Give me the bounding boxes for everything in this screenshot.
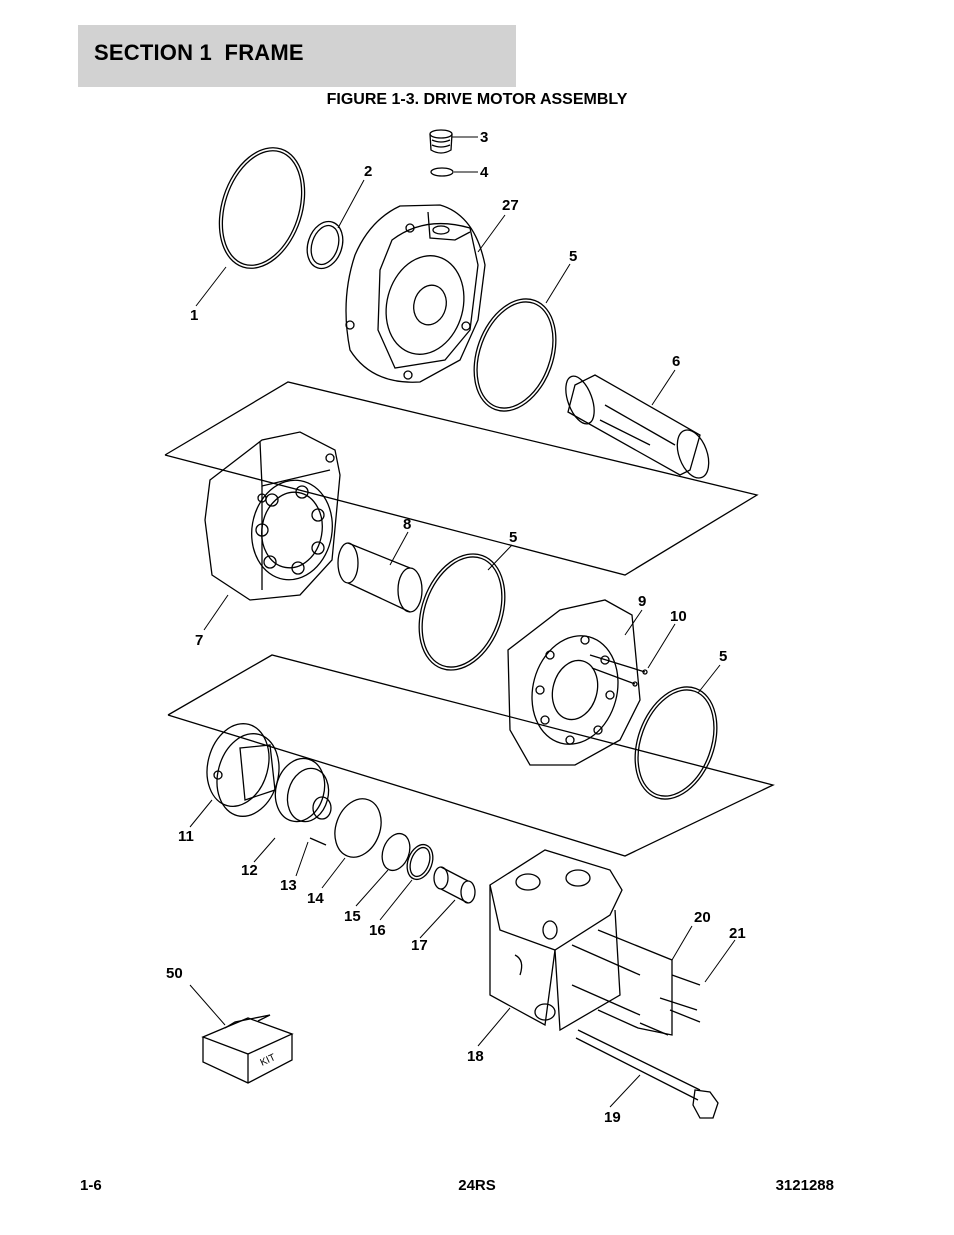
part-3-plug [429,129,453,154]
callout-5: 5 [719,648,727,665]
part-14-ring [334,798,382,858]
callout-labels: 1 2 3 4 27 5 6 7 8 5 9 10 5 11 12 13 14 … [166,129,746,1126]
callout-17: 17 [411,937,428,954]
part-21-screws [639,974,701,1036]
part-12-bearing [274,757,332,823]
part-19-bolt [575,1029,719,1119]
leader-lines [189,136,736,1108]
part-11-end-cap [206,723,280,817]
part-50-kit-box: KIT [201,1014,294,1084]
callout-50: 50 [166,965,183,982]
callout-19: 19 [604,1109,621,1126]
callout-27: 27 [502,197,519,214]
callout-9: 9 [638,593,646,610]
callout-16: 16 [369,922,386,939]
callout-20: 20 [694,909,711,926]
part-1-o-ring [218,147,306,269]
part-4-o-ring [430,167,454,177]
callout-4: 4 [480,164,489,181]
part-6-drive-shaft [565,374,710,479]
plane-outline-upper [164,381,759,576]
part-15-ring [381,832,411,872]
section-header-band [78,25,516,87]
figure-title: FIGURE 1-3. DRIVE MOTOR ASSEMBLY [326,91,628,108]
callout-18: 18 [467,1048,484,1065]
part-2-seal-ring [306,220,344,270]
callout-10: 10 [670,608,687,625]
part-5-o-ring-upper [473,298,557,412]
kit-label: KIT [259,1052,278,1069]
callout-3: 3 [480,129,488,146]
callout-13: 13 [280,877,297,894]
callout-8: 8 [403,516,411,533]
footer-doc-number: 3121288 [775,1177,834,1194]
part-5-o-ring-lower [634,686,718,800]
callout-5: 5 [509,529,517,546]
footer-page-number: 1-6 [80,1177,102,1194]
callout-14: 14 [307,890,324,907]
section-title: SECTION 1 FRAME [94,40,304,65]
callout-21: 21 [729,925,746,942]
callout-5: 5 [569,248,577,265]
part-10-pins [589,654,648,687]
footer-model: 24RS [458,1177,496,1194]
part-7-gerotor-housing [204,431,341,601]
part-20-cover-plate [571,929,673,1036]
part-17-sleeve [433,866,476,904]
callout-7: 7 [195,632,203,649]
part-27-housing [345,204,486,383]
part-18-valve-body [489,849,623,1032]
callout-1: 1 [190,307,198,324]
plane-outline-lower [167,654,775,857]
part-5-o-ring-middle [418,553,506,671]
part-13-pin [309,837,327,846]
part-8-gear [337,542,423,613]
callout-12: 12 [241,862,258,879]
callout-15: 15 [344,908,361,925]
callout-6: 6 [672,353,680,370]
part-16-ring [406,843,434,881]
callout-2: 2 [364,163,372,180]
callout-11: 11 [178,828,194,845]
part-9-valve-plate [507,599,641,766]
